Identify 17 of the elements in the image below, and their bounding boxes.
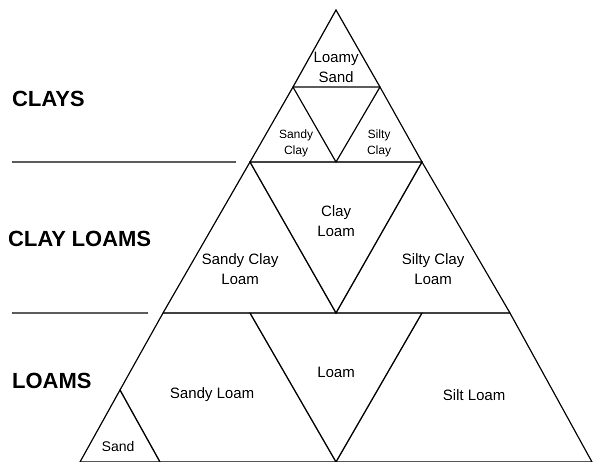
soil-class-label: Loam xyxy=(316,363,356,383)
soil-class-region xyxy=(293,10,380,87)
group-heading: CLAY LOAMS xyxy=(8,226,152,252)
soil-class-label: Silty Clay Loam xyxy=(400,250,466,290)
soil-class-label: Loamy Sand xyxy=(312,48,360,88)
soil-class-label: Sandy Clay xyxy=(278,126,314,158)
group-heading: CLAYS xyxy=(12,86,85,112)
soil-class-region xyxy=(80,390,160,462)
soil-class-label: Sandy Clay Loam xyxy=(200,250,280,290)
soil-class-label: Sandy Loam xyxy=(168,384,256,404)
soil-class-label: Silty Clay xyxy=(366,126,392,158)
soil-class-label: Sand xyxy=(100,437,136,455)
soil-class-region xyxy=(250,87,336,162)
group-heading: LOAMS xyxy=(12,368,92,394)
soil-class-region xyxy=(336,87,422,162)
soil-class-label: Silt Loam xyxy=(442,386,506,406)
soil-class-label: Clay Loam xyxy=(316,202,356,242)
